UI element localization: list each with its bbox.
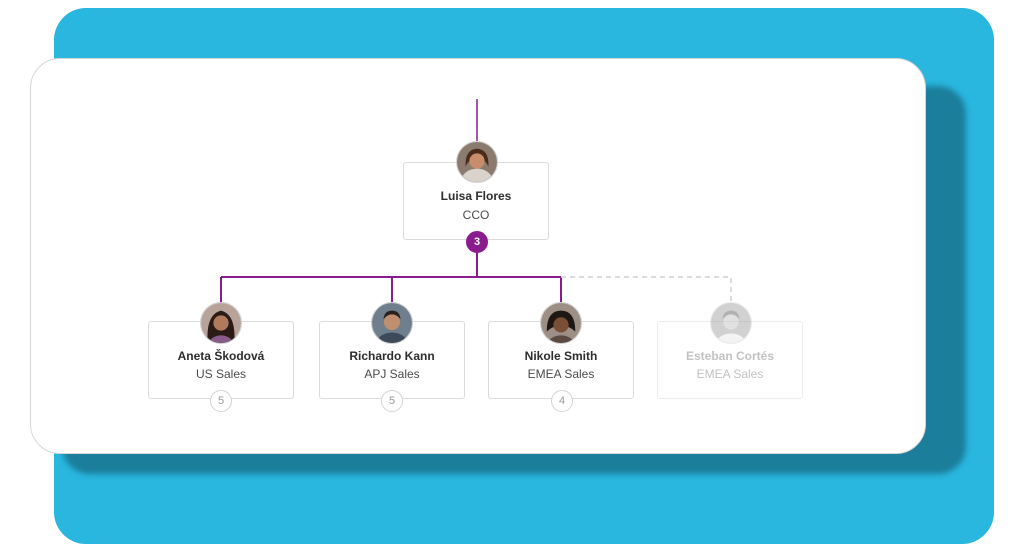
reports-count-badge[interactable]: 3: [466, 231, 488, 253]
avatar: [200, 302, 242, 344]
node-child[interactable]: Aneta Škodová US Sales: [148, 321, 294, 399]
avatar: [371, 302, 413, 344]
node-title: EMEA Sales: [696, 367, 764, 381]
node-name: Esteban Cortés: [685, 349, 775, 363]
reports-count-badge[interactable]: 5: [210, 390, 232, 412]
node-name: Luisa Flores: [440, 189, 512, 203]
node-title: APJ Sales: [364, 367, 420, 381]
avatar: [540, 302, 582, 344]
reports-count-badge[interactable]: 4: [551, 390, 573, 412]
reports-count-badge[interactable]: 5: [381, 390, 403, 412]
node-title: EMEA Sales: [527, 367, 595, 381]
node-name: Aneta Škodová: [177, 349, 265, 363]
node-title: CCO: [462, 208, 490, 222]
org-chart-card: Luisa Flores CCO 3 Aneta Škodová US Sale…: [30, 58, 926, 454]
node-name: Nikole Smith: [524, 349, 598, 363]
placeholder-connector: [561, 276, 732, 303]
avatar: [456, 141, 498, 183]
org-connectors: [220, 99, 732, 303]
node-title: US Sales: [195, 367, 247, 381]
avatar: [710, 302, 752, 344]
node-name: Richardo Kann: [349, 349, 435, 363]
